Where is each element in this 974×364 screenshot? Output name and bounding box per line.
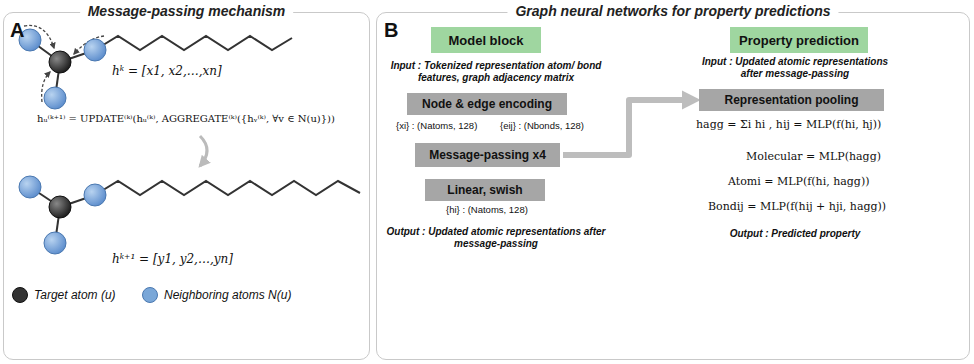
box-label: Linear, swish: [447, 183, 522, 197]
neighbor-atom: [19, 176, 41, 198]
output-equation: Molecular = MLP(hagg): [746, 150, 881, 163]
carbon-chain: [95, 181, 360, 195]
vector-label: hᵏ = [x1, x2,…,xn]: [112, 64, 222, 78]
io-note: Output : Updated atomic representations …: [386, 226, 606, 250]
block-title: Property prediction: [730, 27, 868, 53]
box-label: Model block: [448, 33, 523, 48]
neighbor-atom: [84, 39, 106, 61]
legend-swatch: [142, 287, 158, 303]
legend-text: Target atom (u): [34, 288, 116, 302]
carbon-chain: [95, 36, 292, 50]
process-box: Representation pooling: [699, 89, 884, 111]
molecule-before: [19, 25, 292, 109]
shape-label: {eij} : (Nbonds, 128): [500, 120, 584, 131]
panel-heading: Graph neural networks for property predi…: [507, 3, 838, 19]
io-note: Output : Predicted property: [700, 228, 890, 240]
legend-item: Target atom (u): [12, 287, 116, 303]
output-equation: Atomi = MLP(f(hi, hagg)): [728, 175, 869, 188]
molecule-after: [19, 176, 360, 254]
block-title: Model block: [431, 27, 541, 53]
process-box: Message-passing x4: [415, 143, 560, 167]
box-label: Representation pooling: [724, 93, 858, 107]
panel-letter: B: [384, 18, 398, 42]
box-label: Property prediction: [739, 33, 859, 48]
process-box: Node & edge encoding: [407, 93, 567, 115]
output-equation: Bondij = MLP(f(hij + hji, hagg)): [708, 200, 886, 213]
neighbor-atom: [44, 87, 66, 109]
update-arrow: [200, 136, 207, 166]
pooling-equation: hagg = Σi hi , hij = MLP(f(hi, hj)): [696, 118, 966, 131]
legend-text: Neighboring atoms N(u): [164, 288, 291, 302]
shape-label: {hi} : (Natoms, 128): [446, 204, 528, 215]
neighbor-atom: [84, 184, 106, 206]
io-note: Input : Updated atomic representations a…: [700, 56, 890, 80]
neighbor-atom: [44, 232, 66, 254]
target-atom: [49, 196, 71, 218]
legend-swatch: [12, 287, 28, 303]
shape-label: {xi} : (Natoms, 128): [396, 120, 477, 131]
panel-heading: Message-passing mechanism: [80, 3, 294, 19]
legend-item: Neighboring atoms N(u): [142, 287, 291, 303]
target-atom: [49, 51, 71, 73]
box-label: Node & edge encoding: [422, 97, 552, 111]
box-label: Message-passing x4: [429, 148, 546, 162]
update-equation: hᵤ⁽ᵏ⁺¹⁾ = UPDATE⁽ᵏ⁾(hᵤ⁽ᵏ⁾, AGGREGATE⁽ᵏ⁾(…: [6, 113, 366, 125]
panel-letter: A: [10, 18, 24, 42]
process-box: Linear, swish: [425, 179, 545, 201]
vector-label: hᵏ⁺¹ = [y1, y2,…,yn]: [112, 252, 233, 266]
io-note: Input : Tokenized representation atom/ b…: [386, 60, 606, 84]
